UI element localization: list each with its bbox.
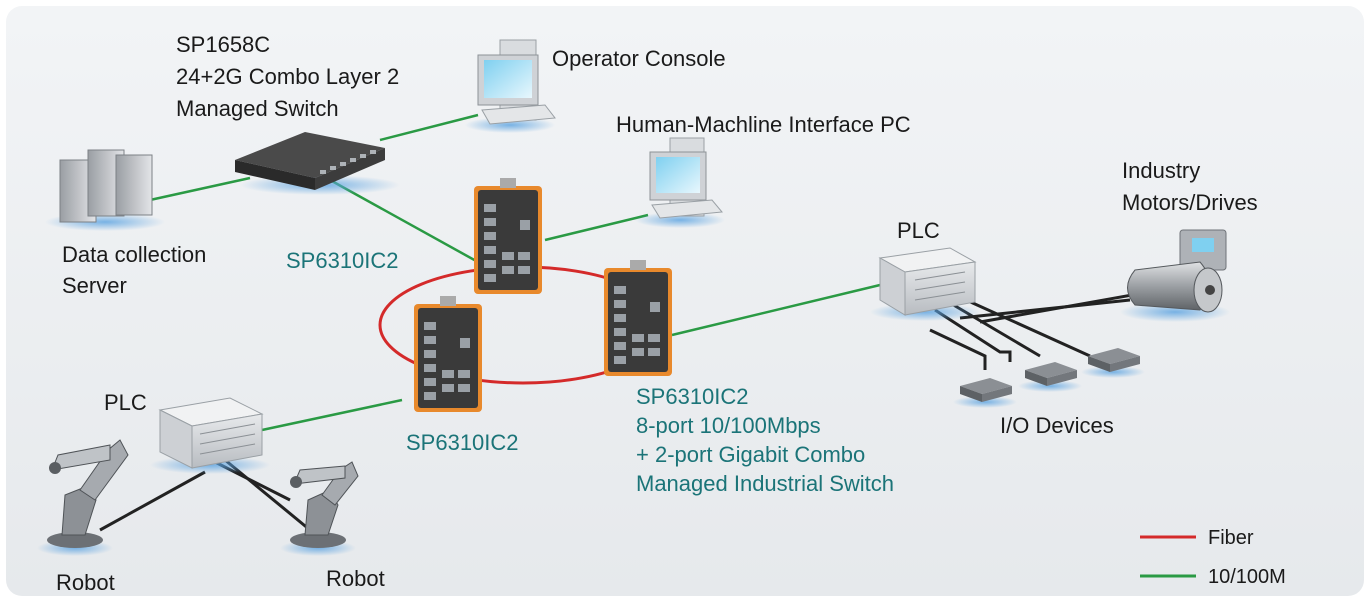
- server-label-1: Data collection: [62, 242, 206, 267]
- ring-switch-top-icon: [474, 178, 542, 294]
- robot-1-icon: [37, 439, 129, 556]
- core-switch-model: SP1658C: [176, 32, 270, 57]
- ring-switch-right-icon: [604, 260, 672, 376]
- legend-fiber-label: Fiber: [1208, 527, 1254, 549]
- plc-right-label: PLC: [897, 218, 940, 243]
- motors-label-1: Industry: [1122, 158, 1200, 183]
- robot-2-label: Robot: [326, 566, 385, 591]
- core-switch-desc-1: 24+2G Combo Layer 2: [176, 64, 399, 89]
- robot-2-icon: [280, 461, 359, 556]
- ring-switch-left-icon: [414, 296, 482, 412]
- motors-label-2: Motors/Drives: [1122, 190, 1258, 215]
- legend-copper-label: 10/100M: [1208, 566, 1286, 588]
- hmi-pc-label: Human-Machline Interface PC: [616, 112, 911, 137]
- core-switch-desc-2: Managed Switch: [176, 96, 339, 121]
- ring-switch-top-label: SP6310IC2: [286, 248, 399, 273]
- hmi-pc-icon: [635, 137, 725, 228]
- io-devices-icon: [953, 348, 1145, 408]
- plc-left-label: PLC: [104, 390, 147, 415]
- core-switch-icon: [235, 132, 400, 195]
- ring-switch-right-desc-3: Managed Industrial Switch: [636, 471, 894, 496]
- server-icon: [45, 149, 165, 231]
- plc-left-icon: [150, 397, 270, 474]
- plc-right-icon: [870, 247, 980, 321]
- io-devices-label: I/O Devices: [1000, 413, 1114, 438]
- robot-1-label: Robot: [56, 570, 115, 595]
- operator-console-label: Operator Console: [552, 46, 726, 71]
- ring-switch-right-desc-2: + 2-port Gigabit Combo: [636, 442, 865, 467]
- ring-switch-left-label: SP6310IC2: [406, 430, 519, 455]
- motor-icon: [1120, 229, 1230, 322]
- ring-switch-right-desc-1: 8-port 10/100Mbps: [636, 413, 821, 438]
- server-label-2: Server: [62, 273, 127, 298]
- legend: Fiber 10/100M: [1140, 527, 1286, 588]
- operator-console-icon: [465, 39, 556, 133]
- ring-switch-right-model: SP6310IC2: [636, 384, 749, 409]
